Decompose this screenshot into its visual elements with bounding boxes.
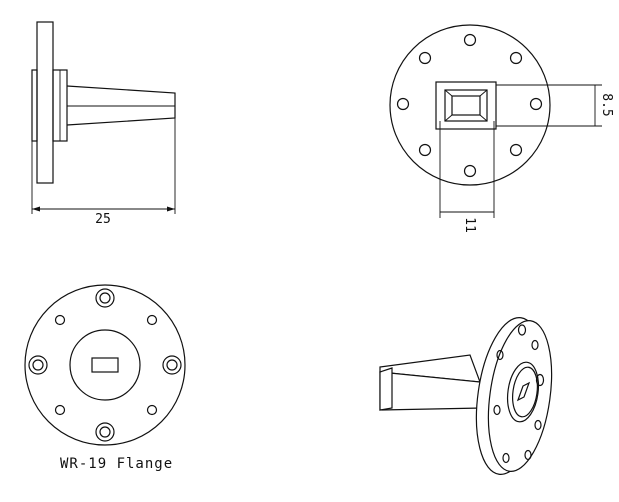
front-view: 8.5 11 [389, 24, 614, 233]
flange-caption: WR-19 Flange [60, 456, 173, 472]
dimension-11: 11 [439, 121, 495, 233]
dimension-8-5: 8.5 [496, 84, 614, 127]
dimension-25-label: 25 [95, 212, 111, 227]
dimension-8-5-label: 8.5 [599, 93, 614, 116]
dimension-25: 25 [31, 118, 176, 227]
isometric-view [379, 317, 553, 475]
dimension-11-label: 11 [462, 217, 477, 233]
side-view: 25 [31, 21, 176, 227]
back-view: WR-19 Flange [24, 284, 186, 472]
